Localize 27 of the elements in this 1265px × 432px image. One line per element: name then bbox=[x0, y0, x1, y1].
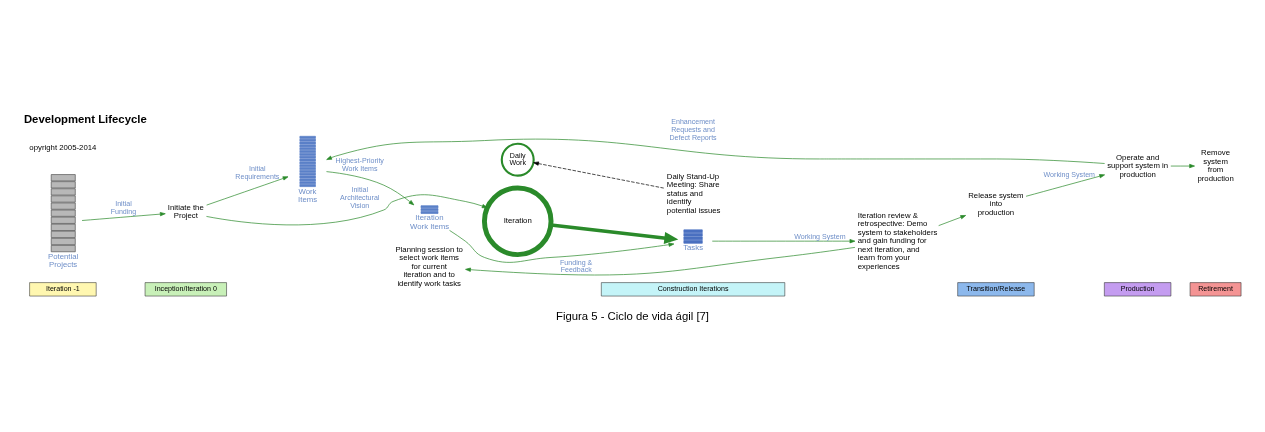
arrow bbox=[326, 138, 1105, 164]
node-label: Potential Projects bbox=[48, 251, 79, 270]
arrow bbox=[533, 161, 665, 189]
node-text: Daily Stand-Up Meeting: Share status and identify potential issues bbox=[666, 171, 721, 215]
arrow bbox=[206, 176, 289, 206]
label: opyright 2005-2014 bbox=[29, 143, 97, 153]
arrow bbox=[550, 223, 679, 245]
arrow bbox=[449, 230, 675, 263]
node-text: Operate and support system in production bbox=[1107, 152, 1169, 179]
arrow bbox=[465, 247, 856, 276]
node-label: Iteration Work Items bbox=[410, 213, 450, 231]
arrow bbox=[1025, 174, 1105, 197]
node-label: Work Items bbox=[298, 186, 318, 205]
arrow bbox=[81, 212, 166, 221]
arrow bbox=[1170, 163, 1195, 169]
node-text: Initiate the Project bbox=[167, 202, 204, 221]
arrow bbox=[326, 171, 415, 206]
node-text: Iteration review & retrospective: Demo system to stakeholders and gain funding for next iteration, and learn from your experiences bbox=[857, 210, 938, 271]
diagram-title: Development Lifecycle bbox=[23, 112, 147, 125]
arrow bbox=[711, 239, 856, 244]
arrow bbox=[206, 194, 488, 226]
node-text: Remove system from production bbox=[1197, 148, 1234, 183]
arrow bbox=[938, 215, 967, 226]
caption: Figura 5 - Ciclo de vida ágil [7] bbox=[555, 309, 710, 322]
node-text: Planning session to select work items for current iteration and to identify work tasks bbox=[395, 244, 463, 288]
node-label: Tasks bbox=[683, 243, 704, 253]
node-text: Release system into production bbox=[968, 190, 1024, 217]
